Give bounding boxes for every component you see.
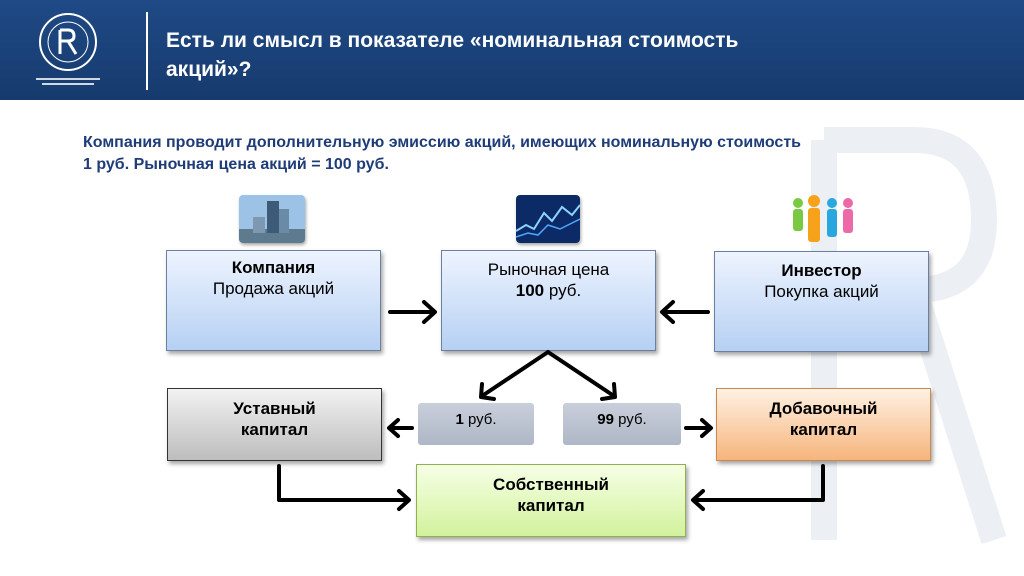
header-divider xyxy=(146,12,148,90)
charter-capital-line-1: Уставный xyxy=(233,399,316,418)
premium-share-unit: руб. xyxy=(613,411,647,428)
additional-capital-box: Добавочный капитал xyxy=(716,388,931,461)
arrow-company-to-market xyxy=(388,300,437,324)
market-price-label: Рыночная цена xyxy=(487,260,610,279)
additional-capital-line-2: капитал xyxy=(789,420,858,439)
arrow-market-to-nominal xyxy=(479,350,550,401)
market-price-unit: руб. xyxy=(544,281,582,300)
intro-text: Компания проводит дополнительную эмиссию… xyxy=(83,132,1003,176)
market-price-value: 100 xyxy=(515,281,545,300)
company-subtitle: Продажа акций xyxy=(212,279,335,298)
equity-line-1: Собственный xyxy=(493,475,609,494)
nominal-share-value: 1 xyxy=(455,411,464,428)
investor-subtitle: Покупка акций xyxy=(764,282,879,301)
nominal-share-chip: 1 руб. xyxy=(418,403,534,445)
intro-line-2: 1 руб. Рыночная цена акций = 100 руб. xyxy=(83,156,389,173)
charter-capital-line-2: капитал xyxy=(240,420,309,439)
premium-share-value: 99 xyxy=(597,411,614,428)
company-box: Компания Продажа акций xyxy=(166,250,381,351)
investor-box: Инвестор Покупка акций xyxy=(714,251,929,352)
page-title: Есть ли смысл в показателе «номинальная … xyxy=(166,26,986,84)
arrow-premium-to-additional xyxy=(684,418,713,438)
building-photo-icon xyxy=(239,195,305,243)
arrow-investor-to-market xyxy=(660,300,710,324)
nominal-share-unit: руб. xyxy=(463,411,497,428)
people-icon xyxy=(793,195,853,242)
market-price-box: Рыночная цена 100 руб. xyxy=(441,250,656,351)
title-line-1: Есть ли смысл в показателе «номинальная … xyxy=(166,29,739,52)
arrow-charter-to-equity xyxy=(277,464,411,511)
company-title: Компания xyxy=(231,258,316,277)
market-chart-photo-icon xyxy=(516,195,580,243)
header-bar: Есть ли смысл в показателе «номинальная … xyxy=(0,0,1024,100)
equity-box: Собственный капитал xyxy=(416,464,686,537)
title-line-2: акций»? xyxy=(166,58,252,81)
intro-line-1: Компания проводит дополнительную эмиссию… xyxy=(83,134,801,151)
premium-share-chip: 99 руб. xyxy=(563,403,681,445)
university-logo-icon xyxy=(36,13,100,85)
additional-capital-line-1: Добавочный xyxy=(769,399,878,418)
arrow-market-to-premium xyxy=(546,350,617,401)
charter-capital-box: Уставный капитал xyxy=(167,388,382,461)
arrow-nominal-to-charter xyxy=(387,418,414,438)
investor-title: Инвестор xyxy=(781,261,862,280)
arrow-additional-to-equity xyxy=(691,464,825,511)
equity-line-2: капитал xyxy=(517,496,585,515)
